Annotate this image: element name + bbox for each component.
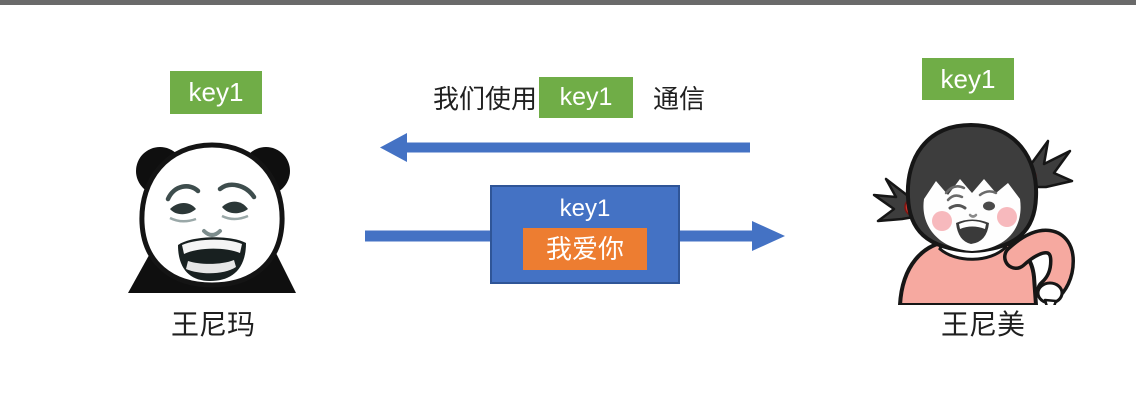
girl-avatar-icon: [872, 122, 1076, 305]
reply-message: 我们使用 key1 通信: [433, 77, 705, 118]
girl-blush-right: [997, 207, 1017, 227]
top-border-bar: [0, 0, 1136, 5]
left-arrow-icon: [380, 133, 750, 162]
panda-head: [139, 142, 285, 288]
left-actor-name: 王尼玛: [170, 309, 255, 340]
girl-blush-left: [932, 211, 952, 231]
left-key-badge: key1: [170, 71, 262, 114]
encrypted-packet: key1 我爱你: [490, 185, 680, 284]
packet-payload-text: 我爱你: [523, 228, 647, 270]
packet-key-label: key1: [559, 195, 611, 222]
right-key-badge: key1: [922, 58, 1014, 100]
reply-message-suffix: 通信: [653, 84, 706, 114]
right-actor-name: 王尼美: [940, 309, 1025, 340]
reply-message-key-badge: key1: [539, 77, 634, 118]
reply-message-prefix: 我们使用: [433, 84, 538, 114]
panda-avatar-icon: [128, 142, 296, 293]
